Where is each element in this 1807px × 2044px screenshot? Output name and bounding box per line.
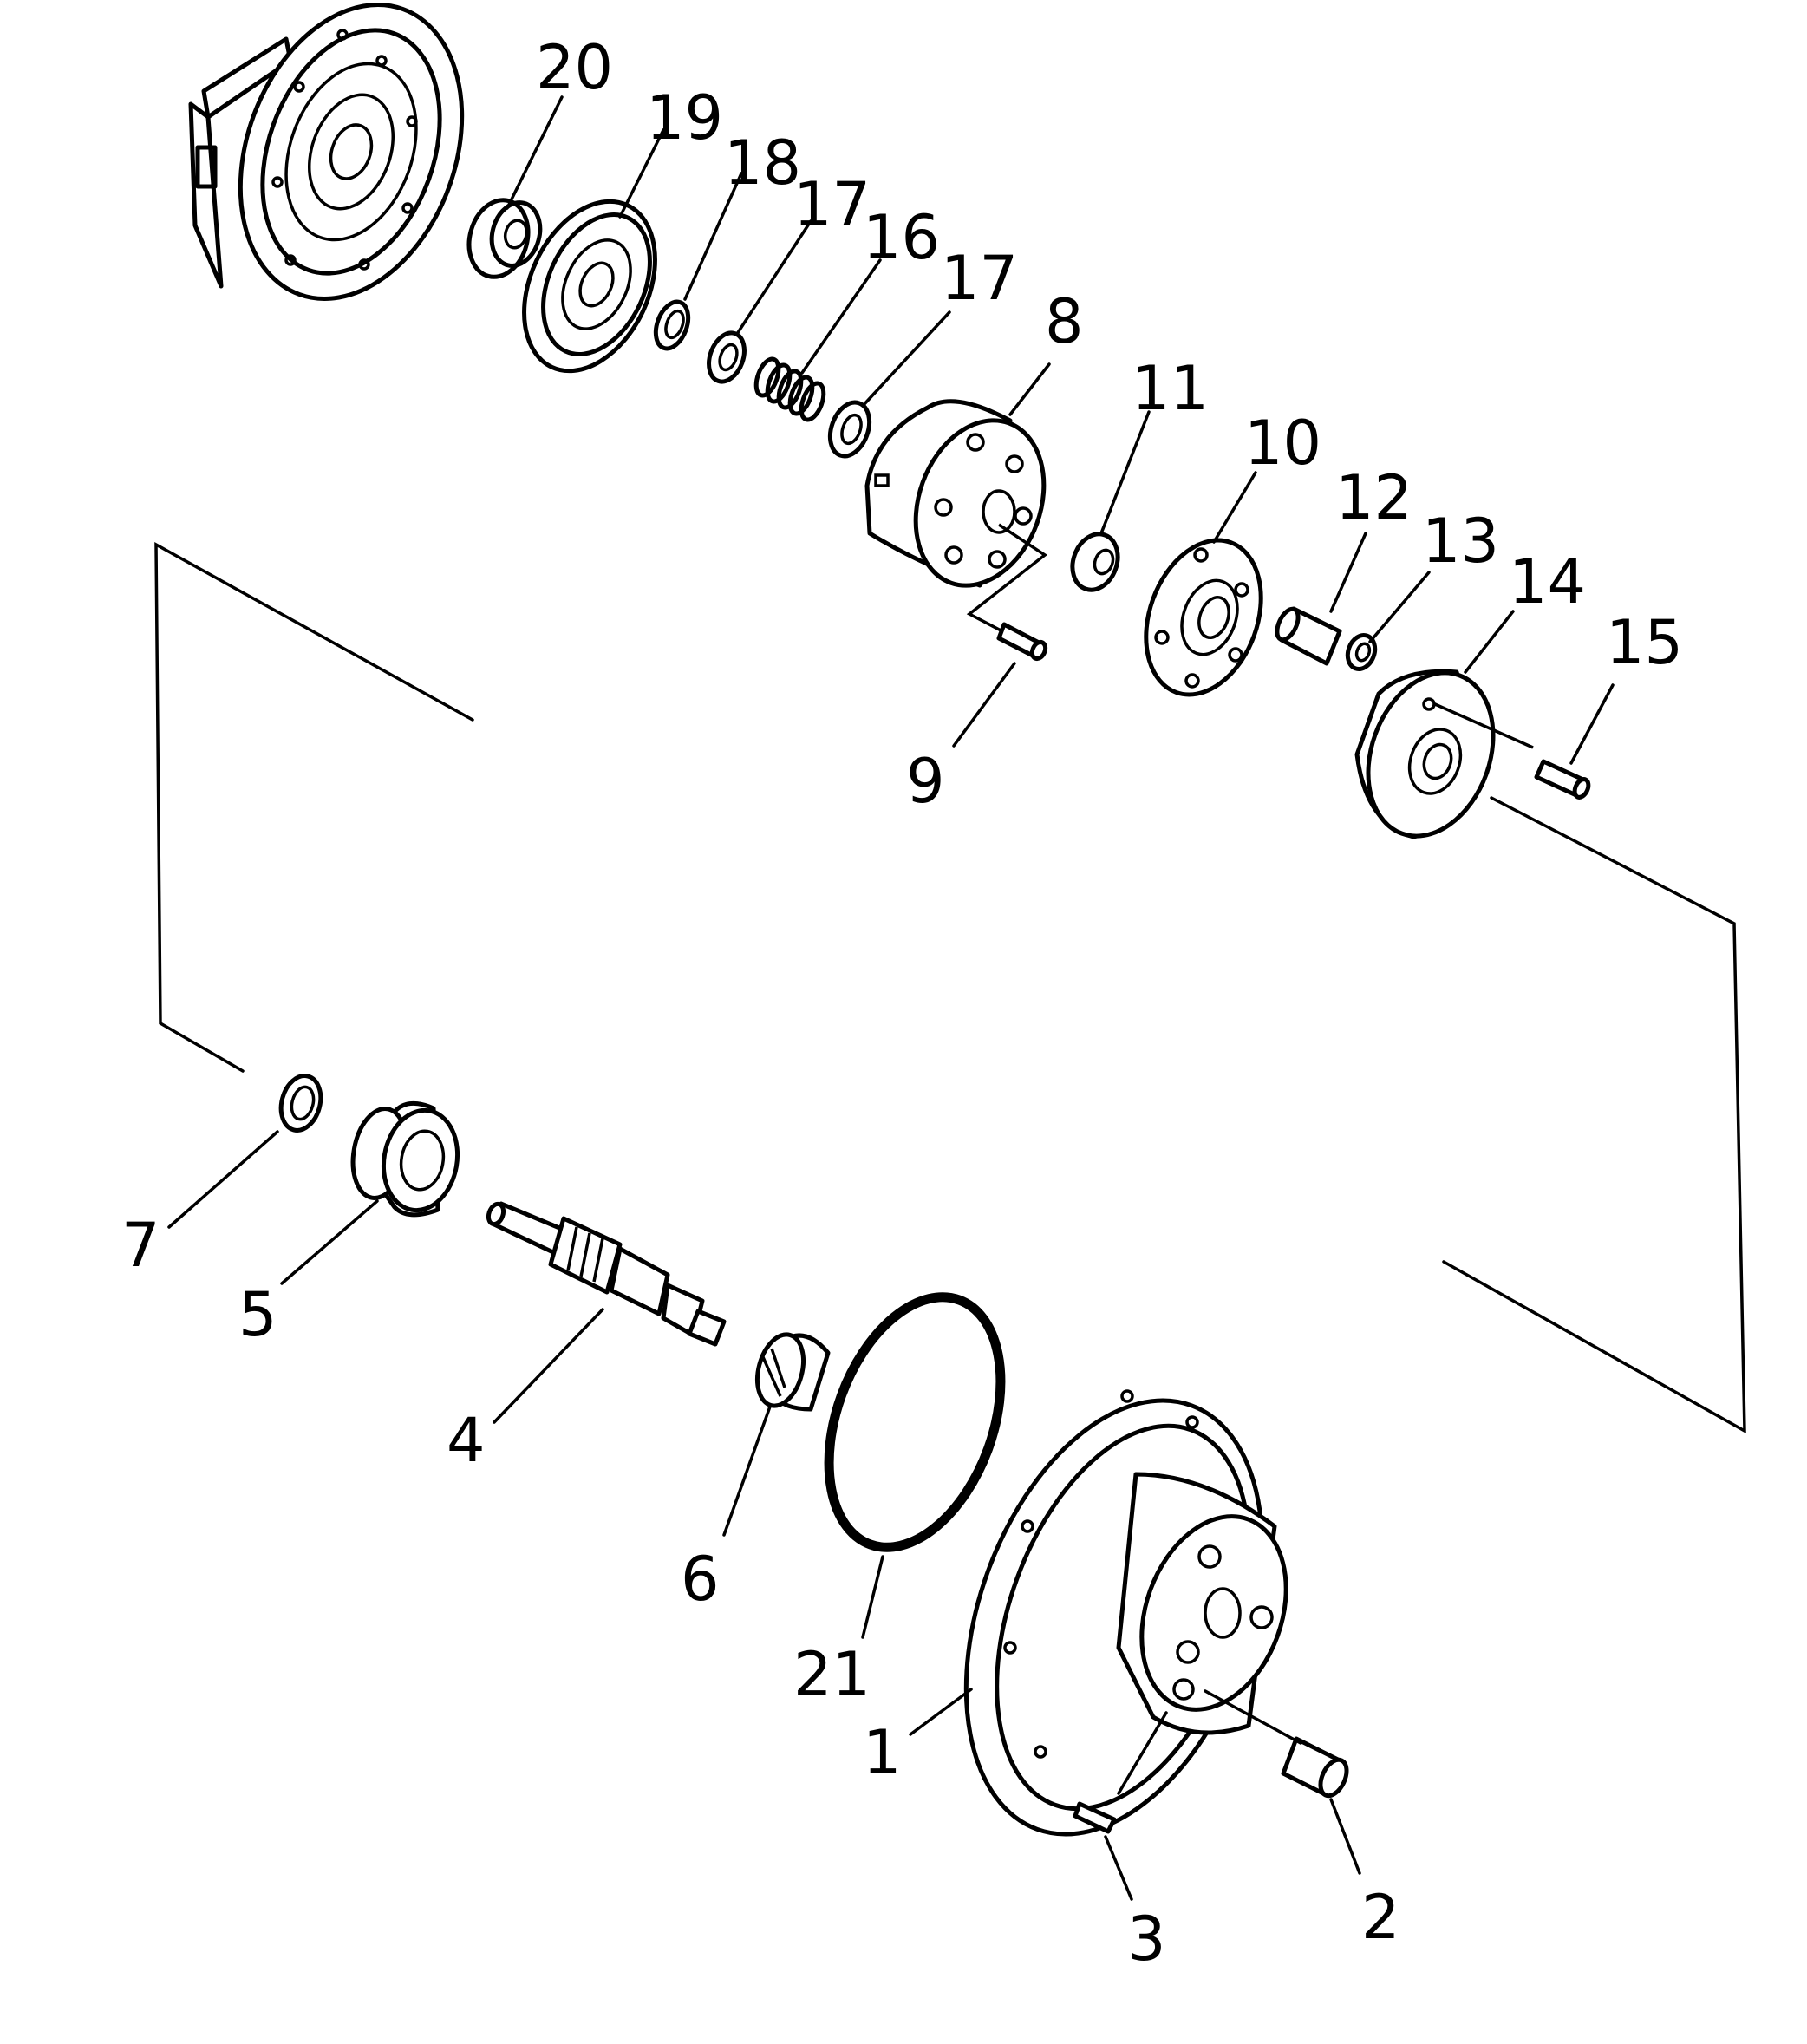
callout-21: 21 — [793, 1639, 871, 1710]
valve-plate-19 — [522, 199, 657, 374]
callout-6: 6 — [681, 1544, 720, 1615]
group-bracket-right — [1442, 796, 1746, 1434]
pin-3 — [1073, 1801, 1117, 1834]
swash-plate-14 — [1354, 669, 1534, 839]
callout-1: 1 — [863, 1717, 902, 1788]
o-ring-21 — [824, 1292, 1006, 1552]
callout-15: 15 — [1606, 607, 1683, 678]
callout-10: 10 — [1244, 408, 1321, 479]
pin-15 — [1534, 759, 1591, 800]
callout-11: 11 — [1132, 353, 1209, 424]
retainer-plate-10 — [1144, 538, 1263, 697]
callout-12: 12 — [1335, 462, 1412, 533]
leader-lines — [167, 95, 1615, 1901]
shaft-4 — [486, 1201, 727, 1347]
pin-9 — [996, 622, 1048, 662]
washer-17b — [827, 400, 872, 459]
cylinder-block-8 — [864, 399, 1047, 635]
callout-9: 9 — [906, 746, 945, 817]
housing-cover — [188, 3, 465, 301]
spring-16 — [753, 356, 826, 422]
callout-labels: 20 19 18 17 16 17 8 11 10 12 13 14 15 9 … — [121, 32, 1683, 1975]
callout-4: 4 — [447, 1405, 486, 1476]
callout-8: 8 — [1045, 286, 1084, 357]
bushing-11 — [1070, 532, 1120, 592]
callout-3: 3 — [1127, 1904, 1166, 1975]
callout-16: 16 — [863, 202, 940, 273]
callout-17a: 17 — [793, 169, 871, 240]
callout-5: 5 — [238, 1279, 277, 1350]
shoe-13 — [1345, 633, 1378, 671]
snap-ring-18 — [653, 299, 691, 351]
pump-housing-1 — [963, 1389, 1288, 1837]
pin-2 — [1281, 1736, 1349, 1799]
callout-7: 7 — [121, 1210, 160, 1281]
bearing-20 — [466, 198, 543, 279]
callout-18: 18 — [724, 127, 801, 199]
callout-13: 13 — [1422, 506, 1499, 577]
group-bracket-left — [154, 542, 474, 1073]
bearing-6 — [755, 1332, 831, 1412]
callout-20: 20 — [536, 32, 613, 103]
bearing-5 — [350, 1100, 460, 1218]
snap-ring-7 — [278, 1074, 323, 1133]
piston-12 — [1275, 606, 1342, 666]
washer-17a — [707, 330, 747, 384]
callout-14: 14 — [1509, 546, 1586, 617]
callout-19: 19 — [646, 82, 723, 153]
callout-2: 2 — [1361, 1882, 1400, 1953]
callout-17b: 17 — [941, 243, 1018, 314]
